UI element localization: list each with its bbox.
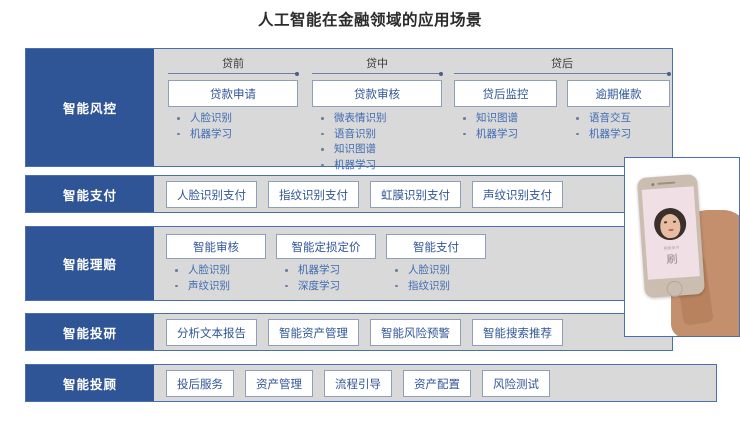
chip-smart-risk-alert[interactable]: 智能风险预警 <box>370 318 461 346</box>
chip-face-recognition-payment[interactable]: 人脸识别支付 <box>166 180 257 208</box>
stage-boxes-in-loan: 贷款审核 微表情识别 语音识别 知识图谱 机器学习 <box>312 80 442 173</box>
chip-smart-review[interactable]: 智能审核 <box>166 234 266 259</box>
row-body-risk-control: 贷前 贷款申请 人脸识别 机器学习 贷中 <box>154 49 672 171</box>
stage-group-pre-loan: 贷前 贷款申请 人脸识别 机器学习 <box>168 55 299 142</box>
photo-inner: 刷脸支付 刷 <box>625 158 739 336</box>
list-item: 知识图谱 <box>454 111 557 127</box>
stage-boxes-pre-loan: 贷款申请 人脸识别 机器学习 <box>168 80 298 142</box>
list-item: 人脸识别 <box>166 263 266 279</box>
phone-screen: 刷脸支付 刷 <box>641 186 700 280</box>
face-scan-icon <box>653 206 688 242</box>
row-label-smart-payment: 智能支付 <box>26 176 154 212</box>
chip-smart-loss-pricing[interactable]: 智能定损定价 <box>276 234 376 259</box>
face-payment-photo: 刷脸支付 刷 <box>624 157 740 337</box>
bullets-smart-loss-pricing: 机器学习 深度学习 <box>276 263 376 294</box>
chip-text-report-analysis[interactable]: 分析文本报告 <box>166 318 257 346</box>
stage-rule-post-loan <box>454 71 671 76</box>
chip-iris-payment[interactable]: 虹膜识别支付 <box>370 180 461 208</box>
phone-speaker <box>657 181 676 185</box>
row-body-smart-payment: 人脸识别支付 指纹识别支付 虹膜识别支付 声纹识别支付 <box>154 176 672 212</box>
stage-title-in-loan: 贷中 <box>366 58 388 70</box>
chip-smart-asset-management[interactable]: 智能资产管理 <box>268 318 359 346</box>
row-label-smart-claims: 智能理赔 <box>26 227 154 300</box>
list-item: 机器学习 <box>567 127 670 143</box>
chip-loan-application[interactable]: 贷款申请 <box>168 80 298 107</box>
stage-group-in-loan: 贷中 贷款审核 微表情识别 语音识别 知识图谱 机器学习 <box>312 55 443 173</box>
sub-card-smart-loss-pricing: 智能定损定价 机器学习 深度学习 <box>276 234 376 294</box>
bullets-post-loan-monitoring: 知识图谱 机器学习 <box>454 111 557 142</box>
sub-card-loan-review: 贷款审核 微表情识别 语音识别 知识图谱 机器学习 <box>312 80 442 173</box>
page-title: 人工智能在金融领域的应用场景 <box>257 12 482 29</box>
row-label-risk-control: 智能风控 <box>26 49 154 166</box>
phone-home-button <box>666 280 684 298</box>
sub-card-loan-application: 贷款申请 人脸识别 机器学习 <box>168 80 298 142</box>
bullets-smart-payment: 人脸识别 指纹识别 <box>386 263 486 294</box>
face-mouth <box>668 228 674 232</box>
list-item: 声纹识别 <box>166 279 266 295</box>
chip-strip-payment: 人脸识别支付 指纹识别支付 虹膜识别支付 声纹识别支付 <box>166 176 563 212</box>
chip-smart-payment[interactable]: 智能支付 <box>386 234 486 259</box>
list-item: 机器学习 <box>312 158 442 174</box>
chip-risk-assessment[interactable]: 风险测试 <box>482 369 550 397</box>
bullets-overdue-collection: 语音交互 机器学习 <box>567 111 670 142</box>
chip-overdue-collection[interactable]: 逾期催款 <box>567 80 670 107</box>
chip-post-loan-monitoring[interactable]: 贷后监控 <box>454 80 557 107</box>
row-smart-advisory: 智能投顾 投后服务 资产管理 流程引导 资产配置 风险测试 <box>25 364 717 402</box>
list-item: 知识图谱 <box>312 142 442 158</box>
chip-asset-allocation[interactable]: 资产配置 <box>403 369 471 397</box>
list-item: 微表情识别 <box>312 111 442 127</box>
row-risk-control: 智能风控 贷前 贷款申请 人脸识别 机器学习 贷中 <box>25 48 673 171</box>
app-logo-icon: 刷 <box>666 253 679 267</box>
chip-strip-research: 分析文本报告 智能资产管理 智能风险预警 智能搜索推荐 <box>166 314 563 350</box>
list-item: 语音交互 <box>567 111 670 127</box>
list-item: 深度学习 <box>276 279 376 295</box>
stage-group-post-loan: 贷后 贷后监控 知识图谱 机器学习 逾期催款 语音交互 机器 <box>454 55 671 142</box>
list-item: 语音识别 <box>312 127 442 143</box>
smartphone-illustration: 刷脸支付 刷 <box>636 174 706 298</box>
face-eye-right <box>672 220 677 223</box>
sub-card-smart-review: 智能审核 人脸识别 声纹识别 <box>166 234 266 294</box>
sub-card-overdue-collection: 逾期催款 语音交互 机器学习 <box>567 80 670 142</box>
row-body-smart-claims: 智能审核 人脸识别 声纹识别 智能定损定价 机器学习 深度学习 智能支付 <box>154 227 672 300</box>
stage-title-pre-loan: 贷前 <box>222 58 244 70</box>
face-eye-left <box>663 221 668 224</box>
list-item: 指纹识别 <box>386 279 486 295</box>
list-item: 人脸识别 <box>386 263 486 279</box>
list-item: 机器学习 <box>168 127 298 143</box>
row-smart-payment: 智能支付 人脸识别支付 指纹识别支付 虹膜识别支付 声纹识别支付 <box>25 175 673 213</box>
chip-strip-advisory: 投后服务 资产管理 流程引导 资产配置 风险测试 <box>166 365 550 401</box>
claims-columns: 智能审核 人脸识别 声纹识别 智能定损定价 机器学习 深度学习 智能支付 <box>166 234 486 294</box>
chip-loan-review[interactable]: 贷款审核 <box>312 80 442 107</box>
list-item: 人脸识别 <box>168 111 298 127</box>
bullets-smart-review: 人脸识别 声纹识别 <box>166 263 266 294</box>
bullets-loan-application: 人脸识别 机器学习 <box>168 111 298 142</box>
stage-title-post-loan: 贷后 <box>551 58 573 70</box>
list-item: 机器学习 <box>276 263 376 279</box>
chip-voiceprint-payment[interactable]: 声纹识别支付 <box>472 180 563 208</box>
sub-card-smart-payment: 智能支付 人脸识别 指纹识别 <box>386 234 486 294</box>
chip-asset-management[interactable]: 资产管理 <box>245 369 313 397</box>
stage-rule-in-loan <box>312 71 443 76</box>
face-skin <box>659 213 682 239</box>
bullets-loan-review: 微表情识别 语音识别 知识图谱 机器学习 <box>312 111 442 173</box>
row-label-smart-research: 智能投研 <box>26 314 154 350</box>
chip-post-investment-service[interactable]: 投后服务 <box>166 369 234 397</box>
row-smart-claims: 智能理赔 智能审核 人脸识别 声纹识别 智能定损定价 机器学习 深度学习 <box>25 226 673 301</box>
chip-process-guidance[interactable]: 流程引导 <box>324 369 392 397</box>
photo-caption: 刷脸支付 <box>663 245 680 251</box>
phone-camera-icon <box>651 182 655 186</box>
stage-rule-pre-loan <box>168 71 299 76</box>
row-smart-research: 智能投研 分析文本报告 智能资产管理 智能风险预警 智能搜索推荐 <box>25 313 673 351</box>
row-body-smart-advisory: 投后服务 资产管理 流程引导 资产配置 风险测试 <box>154 365 716 401</box>
list-item: 机器学习 <box>454 127 557 143</box>
chip-smart-search-recommendation[interactable]: 智能搜索推荐 <box>472 318 563 346</box>
stage-boxes-post-loan: 贷后监控 知识图谱 机器学习 逾期催款 语音交互 机器学习 <box>454 80 670 142</box>
row-body-smart-research: 分析文本报告 智能资产管理 智能风险预警 智能搜索推荐 <box>154 314 672 350</box>
chip-fingerprint-payment[interactable]: 指纹识别支付 <box>268 180 359 208</box>
sub-card-post-loan-monitoring: 贷后监控 知识图谱 机器学习 <box>454 80 557 142</box>
row-label-smart-advisory: 智能投顾 <box>26 365 154 401</box>
